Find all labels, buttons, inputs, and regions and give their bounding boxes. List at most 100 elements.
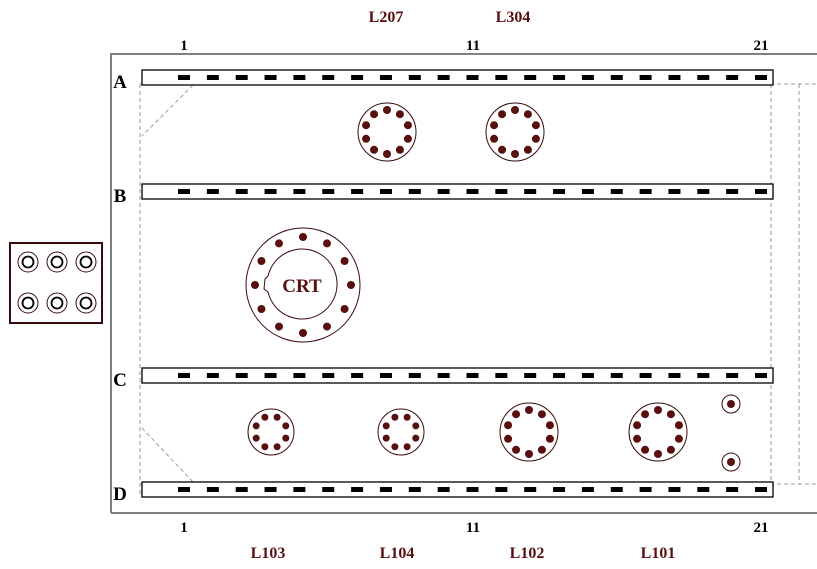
pin (537, 410, 546, 419)
socket (17, 292, 39, 314)
pin (403, 134, 412, 143)
pin (370, 110, 379, 119)
pad (408, 373, 421, 378)
pin (654, 450, 662, 458)
pad (639, 75, 652, 80)
pin (498, 110, 507, 119)
pad (293, 75, 306, 80)
socket (75, 251, 97, 273)
pin (531, 121, 540, 130)
component-l207 (357, 102, 417, 162)
pad-strip-a (141, 69, 774, 86)
crt-pin (340, 305, 349, 313)
crt-pin (340, 257, 349, 265)
pad (379, 189, 392, 194)
pad (235, 373, 248, 378)
pin (252, 434, 260, 442)
pin (391, 413, 399, 421)
pin (674, 434, 683, 443)
pin (654, 406, 662, 414)
col-num-bottom-11: 11 (466, 520, 480, 536)
pad (524, 487, 537, 492)
crt-label: CRT (282, 276, 322, 297)
pin (641, 410, 650, 419)
pad (293, 189, 306, 194)
pad (697, 189, 710, 194)
pad (379, 75, 392, 80)
pad (178, 487, 190, 492)
crt-pin (299, 329, 307, 337)
component-l102 (499, 402, 559, 462)
connector-block (9, 242, 103, 324)
pad (524, 189, 537, 194)
pad (351, 189, 364, 194)
pad (726, 189, 739, 194)
pad (322, 487, 335, 492)
pin (252, 422, 260, 430)
socket (75, 292, 97, 314)
pad (524, 373, 537, 378)
component-l101 (628, 402, 688, 462)
pin (370, 145, 379, 154)
pad (610, 75, 623, 80)
pad (553, 75, 566, 80)
component-label-l207: L207 (369, 9, 404, 26)
test-point (721, 394, 741, 414)
crt-pin (347, 281, 355, 289)
pad (581, 189, 594, 194)
row-label-a: A (113, 72, 127, 93)
component-label-l304: L304 (496, 9, 531, 26)
pad (437, 487, 450, 492)
component-l104 (377, 408, 425, 456)
pin (523, 110, 532, 119)
pad (755, 487, 767, 492)
pad (235, 189, 248, 194)
pad (264, 487, 277, 492)
pad (206, 373, 219, 378)
pin (403, 413, 411, 421)
pin (633, 434, 642, 443)
pin (504, 434, 513, 443)
pin (282, 434, 290, 442)
pin (362, 134, 371, 143)
pin (395, 145, 404, 154)
pad (437, 75, 450, 80)
pad (495, 373, 508, 378)
pin (511, 106, 519, 114)
pad (697, 487, 710, 492)
pad (639, 487, 652, 492)
pad (379, 487, 392, 492)
row-label-b: B (114, 186, 127, 207)
pin (523, 145, 532, 154)
pad (668, 373, 681, 378)
col-num-bottom-21: 21 (754, 520, 769, 536)
crt-pin (323, 322, 331, 331)
pad (437, 373, 450, 378)
pin (412, 422, 420, 430)
pad (322, 373, 335, 378)
pad (755, 75, 767, 80)
pin (498, 145, 507, 154)
pad (206, 75, 219, 80)
pad (293, 373, 306, 378)
pad-strip-d (141, 481, 774, 498)
pad (264, 189, 277, 194)
component-label-l104: L104 (380, 545, 415, 562)
pad-strip-b (141, 183, 774, 200)
pin (512, 410, 521, 419)
pad (408, 75, 421, 80)
pin (512, 445, 521, 454)
pin (666, 410, 675, 419)
pad (524, 75, 537, 80)
pad (668, 487, 681, 492)
pad (553, 373, 566, 378)
board-outline (110, 53, 817, 514)
component-l304 (485, 102, 545, 162)
pad (351, 487, 364, 492)
pin (412, 434, 420, 442)
pad (726, 75, 739, 80)
pad (581, 373, 594, 378)
component-label-l103: L103 (251, 545, 286, 562)
pad (408, 487, 421, 492)
pad (755, 189, 767, 194)
